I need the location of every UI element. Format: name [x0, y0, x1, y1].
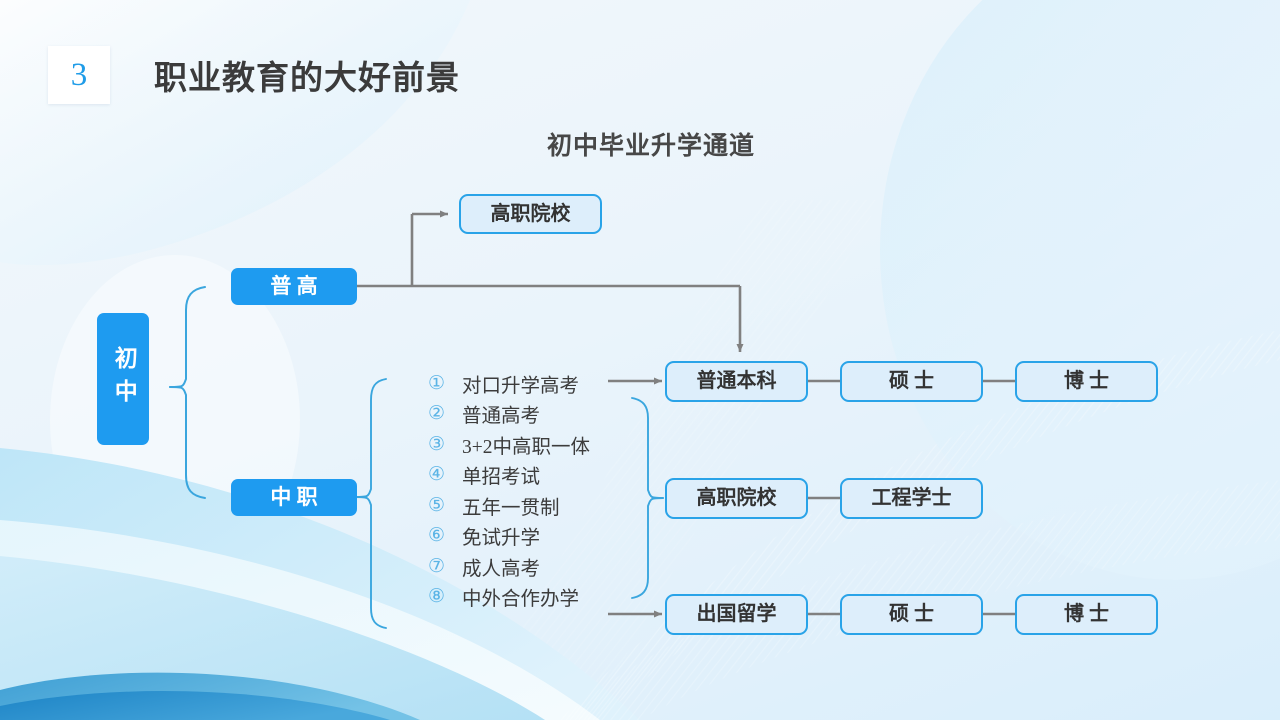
pathway-item-index: ⑧ [428, 586, 446, 608]
node-vocational-college-mid[interactable]: 高职院校 [665, 478, 808, 519]
pathway-item[interactable]: ⑥ 免试升学 [428, 521, 590, 552]
node-master-2-label: 硕 士 [889, 603, 934, 625]
node-root-junior-high[interactable]: 初中 [97, 313, 149, 445]
node-bachelor[interactable]: 普通本科 [665, 361, 808, 402]
pathway-item[interactable]: ② 普通高考 [428, 399, 590, 430]
pathway-item[interactable]: ⑦ 成人高考 [428, 551, 590, 582]
node-master-1[interactable]: 硕 士 [840, 361, 983, 402]
pathway-item-label: 五年一贯制 [462, 497, 560, 519]
pathway-item-index: ① [428, 372, 446, 394]
section-number-badge: 3 [48, 46, 110, 104]
pathway-item-label: 中外合作办学 [462, 589, 580, 611]
node-academic-high-school[interactable]: 普 高 [231, 268, 357, 305]
node-vocational-college-mid-label: 高职院校 [696, 487, 777, 509]
pathway-item[interactable]: ① 对口升学高考 [428, 368, 590, 399]
pathway-item-label: 免试升学 [462, 528, 541, 550]
diagram-subtitle-text: 初中毕业升学通道 [546, 133, 755, 160]
node-doctor-2[interactable]: 博 士 [1015, 594, 1158, 635]
pathway-item-index: ③ [428, 433, 446, 455]
node-engineering-bachelor-label: 工程学士 [871, 487, 952, 509]
pathway-item[interactable]: ④ 单招考试 [428, 460, 590, 491]
pathway-list: ① 对口升学高考 ② 普通高考 ③ 3+2中高职一体 ④ 单招考试 ⑤ 五年一贯制 ⑥ 免试升学 ⑦ 成人… [428, 368, 590, 612]
pathway-item-index: ⑥ [428, 525, 446, 547]
pathway-item[interactable]: ③ 3+2中高职一体 [428, 429, 590, 460]
pathway-item-label: 普通高考 [462, 406, 541, 428]
node-doctor-2-label: 博 士 [1064, 603, 1109, 625]
pathway-item[interactable]: ⑤ 五年一贯制 [428, 490, 590, 521]
node-academic-high-school-label: 普 高 [270, 274, 318, 299]
node-study-abroad-label: 出国留学 [696, 603, 777, 625]
diagram-subtitle: 初中毕业升学通道 [0, 126, 1280, 162]
node-vocational-school-label: 中 职 [270, 485, 318, 510]
pathway-item-index: ⑤ [428, 494, 446, 516]
node-bachelor-label: 普通本科 [696, 370, 777, 392]
pathway-item-index: ④ [428, 464, 446, 486]
pathway-item-label: 单招考试 [462, 467, 541, 489]
node-engineering-bachelor[interactable]: 工程学士 [840, 478, 983, 519]
pathway-item-index: ⑦ [428, 555, 446, 577]
page-title: 职业教育的大好前景 [154, 61, 460, 97]
pathway-item-label: 3+2中高职一体 [462, 436, 590, 458]
node-master-1-label: 硕 士 [889, 370, 934, 392]
node-root-label: 初中 [111, 346, 137, 412]
section-number: 3 [70, 56, 88, 93]
node-vocational-college-top[interactable]: 高职院校 [459, 194, 602, 234]
node-study-abroad[interactable]: 出国留学 [665, 594, 808, 635]
node-doctor-1[interactable]: 博 士 [1015, 361, 1158, 402]
slide-header: 3 职业教育的大好前景 [48, 46, 460, 104]
node-vocational-school[interactable]: 中 职 [231, 479, 357, 516]
node-vocational-college-top-label: 高职院校 [490, 202, 571, 225]
pathway-item-label: 成人高考 [462, 558, 541, 580]
pathway-item-label: 对口升学高考 [462, 375, 580, 397]
node-master-2[interactable]: 硕 士 [840, 594, 983, 635]
node-doctor-1-label: 博 士 [1064, 370, 1109, 392]
pathway-item[interactable]: ⑧ 中外合作办学 [428, 582, 590, 613]
pathway-item-index: ② [428, 403, 446, 425]
